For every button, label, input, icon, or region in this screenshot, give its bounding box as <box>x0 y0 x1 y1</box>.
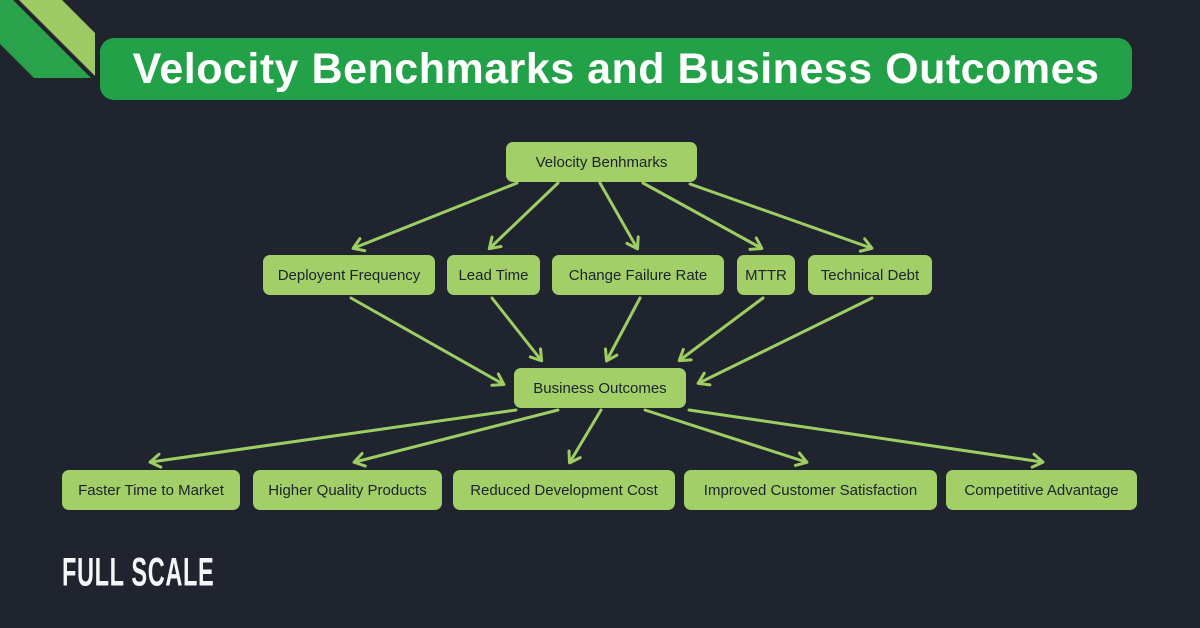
arrow-root-cfr <box>598 181 640 251</box>
node-reduced-development-cost: Reduced Development Cost <box>453 470 675 510</box>
arrow-techdebt-hub <box>696 296 874 387</box>
arrow-root-techdebt <box>688 182 874 253</box>
arrow-mttr-hub <box>677 296 765 363</box>
node-mttr: MTTR <box>737 255 795 295</box>
arrow-root-deployment <box>351 181 519 253</box>
arrow-hub-faster <box>148 408 518 469</box>
arrow-hub-quality <box>352 408 560 468</box>
full-scale-logo: FULL SCALE <box>62 550 215 596</box>
node-technical-debt: Technical Debt <box>808 255 932 295</box>
arrow-root-mttr <box>641 181 764 251</box>
arrow-root-leadtime <box>487 181 560 251</box>
page-title: Velocity Benchmarks and Business Outcome… <box>132 44 1100 93</box>
node-lead-time: Lead Time <box>447 255 540 295</box>
node-business-outcomes: Business Outcomes <box>514 368 686 408</box>
arrow-hub-advantage <box>687 408 1045 469</box>
node-deployment-frequency: Deployent Frequency <box>263 255 435 295</box>
node-higher-quality-products: Higher Quality Products <box>253 470 442 510</box>
arrow-leadtime-hub <box>490 296 544 363</box>
title-banner: Velocity Benchmarks and Business Outcome… <box>100 38 1132 100</box>
node-change-failure-rate: Change Failure Rate <box>552 255 724 295</box>
node-faster-time-to-market: Faster Time to Market <box>62 470 240 510</box>
node-improved-customer-satisfaction: Improved Customer Satisfaction <box>684 470 937 510</box>
arrow-hub-cost <box>567 408 603 465</box>
node-competitive-advantage: Competitive Advantage <box>946 470 1137 510</box>
arrow-cfr-hub <box>603 296 642 363</box>
corner-ribbon-decoration <box>0 0 95 78</box>
ribbon-dark-stripe <box>0 0 91 78</box>
arrow-deployment-hub <box>349 296 506 387</box>
ribbon-light-stripe <box>19 0 95 76</box>
node-velocity-benchmarks: Velocity Benhmarks <box>506 142 697 182</box>
arrow-hub-satisfaction <box>643 408 809 467</box>
